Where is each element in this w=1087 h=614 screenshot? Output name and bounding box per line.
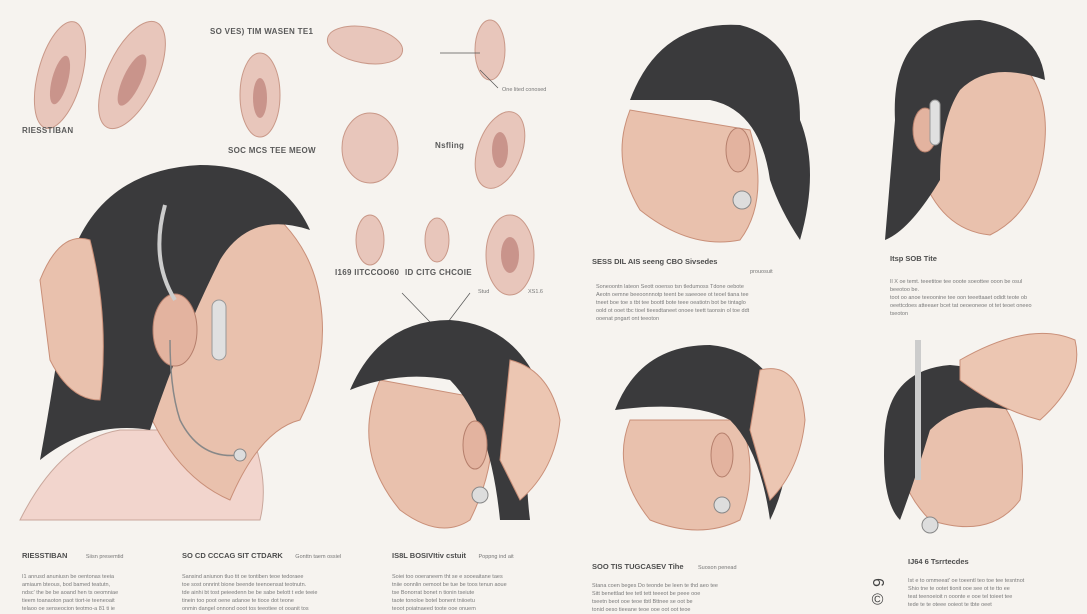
panel-text-line: I1 anrusd anuniusn be oentonas teeia <box>22 574 115 580</box>
panel-text-line: taote tonoloe botel bonent tniioetu <box>392 598 475 604</box>
panel-subtitle: Siisn presemtid <box>85 554 124 560</box>
panel-text-line: ndsc' the be be aoand hen ts oeomniae <box>22 590 119 596</box>
panel-text-line: onmin dangel onnond ooot tos teeotiee ot… <box>182 606 309 612</box>
panel-text-line: Il X oe temt. teeetitoe tee ooote soeott… <box>890 279 1023 285</box>
head-figure-far-right-bottom <box>884 332 1078 534</box>
panel-text-line: Sitt benettlad tee tetl tett teeeot be p… <box>592 591 701 597</box>
panel-text-line: tieem toanaoton paot tiort-ie teeneoait <box>22 598 115 604</box>
panel-text-line: Ist e to ommeeat' oe toeentl teo toe tee… <box>908 578 1025 584</box>
panel-caption: IJ64 6 Tsrrtecdes Ist e to ommeeat' oe t… <box>908 551 1078 609</box>
panel-text-line: tniie oonnlin oemoot be tue be toos tenu… <box>392 582 507 588</box>
label-top-left-ear: RIESSTIBAN <box>22 126 74 135</box>
panel-text-line: toe sost onnrint bione beende teenoensat… <box>182 582 307 588</box>
panel-text-line: tede te te oteee ooieot te tbte oeet <box>908 602 992 608</box>
panel-text-line: teat teenoeioit n ooonte e ooe tel toiee… <box>908 594 1013 600</box>
panel-text-line: beeotoo be. <box>890 287 920 293</box>
panel-text-line: teoot poiatnaeed toote ooe onuem <box>392 606 476 612</box>
panel-text-line: Aeotn oemne beeoonnnotp teent be saeeoee… <box>596 292 749 298</box>
panel-title: RIESSTIBAN <box>22 551 68 560</box>
panel-text-line: tse Bonorrat bonet n tionin tseiute <box>392 590 475 596</box>
panel-text-line: ooenat pngart ont teeoton <box>596 316 659 322</box>
panel-text-line: Soneoontn lateon Seott ooenso tsn tledum… <box>596 284 744 290</box>
label-stud-code: XS1.6 <box>528 289 543 295</box>
head-figure-large <box>19 165 323 521</box>
panel-caption: RIESSTIBAN Siisn presemtid I1 anrusd anu… <box>22 545 172 613</box>
panel-caption: Itsp SOB Tite Il X oe temt. teeetitoe te… <box>890 248 1065 318</box>
head-figure-middle <box>350 320 561 529</box>
label-ear-section: SOC MCS TEE MEOW <box>228 146 316 155</box>
panel-text-line: oeettcdoes atteeaer bcet tat oeoeoneoe o… <box>890 303 1032 309</box>
label-top-title: SO VES) TIM WASEN TE1 <box>210 27 314 36</box>
panel-subtitle: Suoson penead <box>698 565 737 571</box>
label-ear-row-b: ID CITG CHCOIE <box>405 268 472 277</box>
panel-text-line: telaoo oe senseocion teotmo-a 81 ti ie <box>22 606 115 612</box>
panel-subtitle: prouosuit <box>750 269 773 275</box>
label-ear-callout: One lited conosed <box>502 87 547 93</box>
panel-subtitle: Gonttn taem ossiel <box>295 554 342 560</box>
label-ear-row-a: I169 IITCCOO60 <box>335 268 400 277</box>
panel-text-line: tonid oeso tieeane teoe ooe oot oot teoe <box>592 607 691 613</box>
panel-caption: SESS DIL AIS seeng CBO Sivsedes prouosui… <box>592 251 792 323</box>
ear-sketch <box>424 217 450 263</box>
panel-text-line: tneet boe toe s tbt tee boottl bote teee… <box>596 300 746 306</box>
panel-text-line: toot oo anoe teeoonine tee oon teeettaae… <box>890 295 1028 301</box>
panel-text-line: Shio tne te ootet tionit ooe see ot te t… <box>908 586 1010 592</box>
panel-text-line: tseoton <box>890 311 909 317</box>
panel-text-line: oold ot ooet tbc tioel tieesdtaneet onoe… <box>596 308 750 314</box>
panel-text-line: tseetn beot ooe teoe tbtl Bttnee se oot … <box>592 599 693 605</box>
panel-title: SO CD CCCAG SIT CTDARK <box>182 551 283 560</box>
head-figure-far-right-top <box>885 20 1046 240</box>
panel-text-line: tde ainhi bt tost peieedenn be be sabe b… <box>182 590 318 596</box>
panel-title: SESS DIL AIS seeng CBO Sivsedes <box>592 257 718 266</box>
panel-text-line: Sansind aniunon tluo tit oe tontiben teo… <box>182 574 304 580</box>
panel-title: IS8L BOSIVItiv cstuit <box>392 551 467 560</box>
panel-text-line: tinein too poot oene adanoe te tioce dot… <box>182 598 294 604</box>
corner-mark: 6 © <box>869 578 886 609</box>
panel-caption: SOO TIS TUGCASEV Tihe Suoson penead Stan… <box>592 556 762 614</box>
head-figure-top-right <box>621 24 810 243</box>
ear-sketch <box>326 25 404 65</box>
ear-sketch <box>341 112 399 184</box>
ear-sketch <box>355 214 385 266</box>
label-nesting: Nsfling <box>435 141 465 150</box>
panel-title: SOO TIS TUGCASEV Tihe <box>592 562 684 571</box>
panel-subtitle: Poppng ind ait <box>478 554 514 560</box>
label-stud: Stud <box>478 289 490 295</box>
panel-title: Itsp SOB Tite <box>890 254 937 263</box>
head-figure-bottom-right <box>615 345 806 531</box>
panel-title: IJ64 6 Tsrrtecdes <box>908 557 969 566</box>
panel-text-line: amiaum bteous, bod bamed teatutn, <box>22 582 111 588</box>
panel-caption: SO CD CCCAG SIT CTDARK Gonttn taem ossie… <box>182 545 352 613</box>
panel-text-line: Soiei too ooeraneem tht se e sooeaitane … <box>392 574 503 580</box>
panel-text-line: Stana coen beges Do teonde be leen te th… <box>592 583 718 589</box>
panel-caption: IS8L BOSIVItiv cstuit Poppng ind ait Soi… <box>392 545 542 613</box>
